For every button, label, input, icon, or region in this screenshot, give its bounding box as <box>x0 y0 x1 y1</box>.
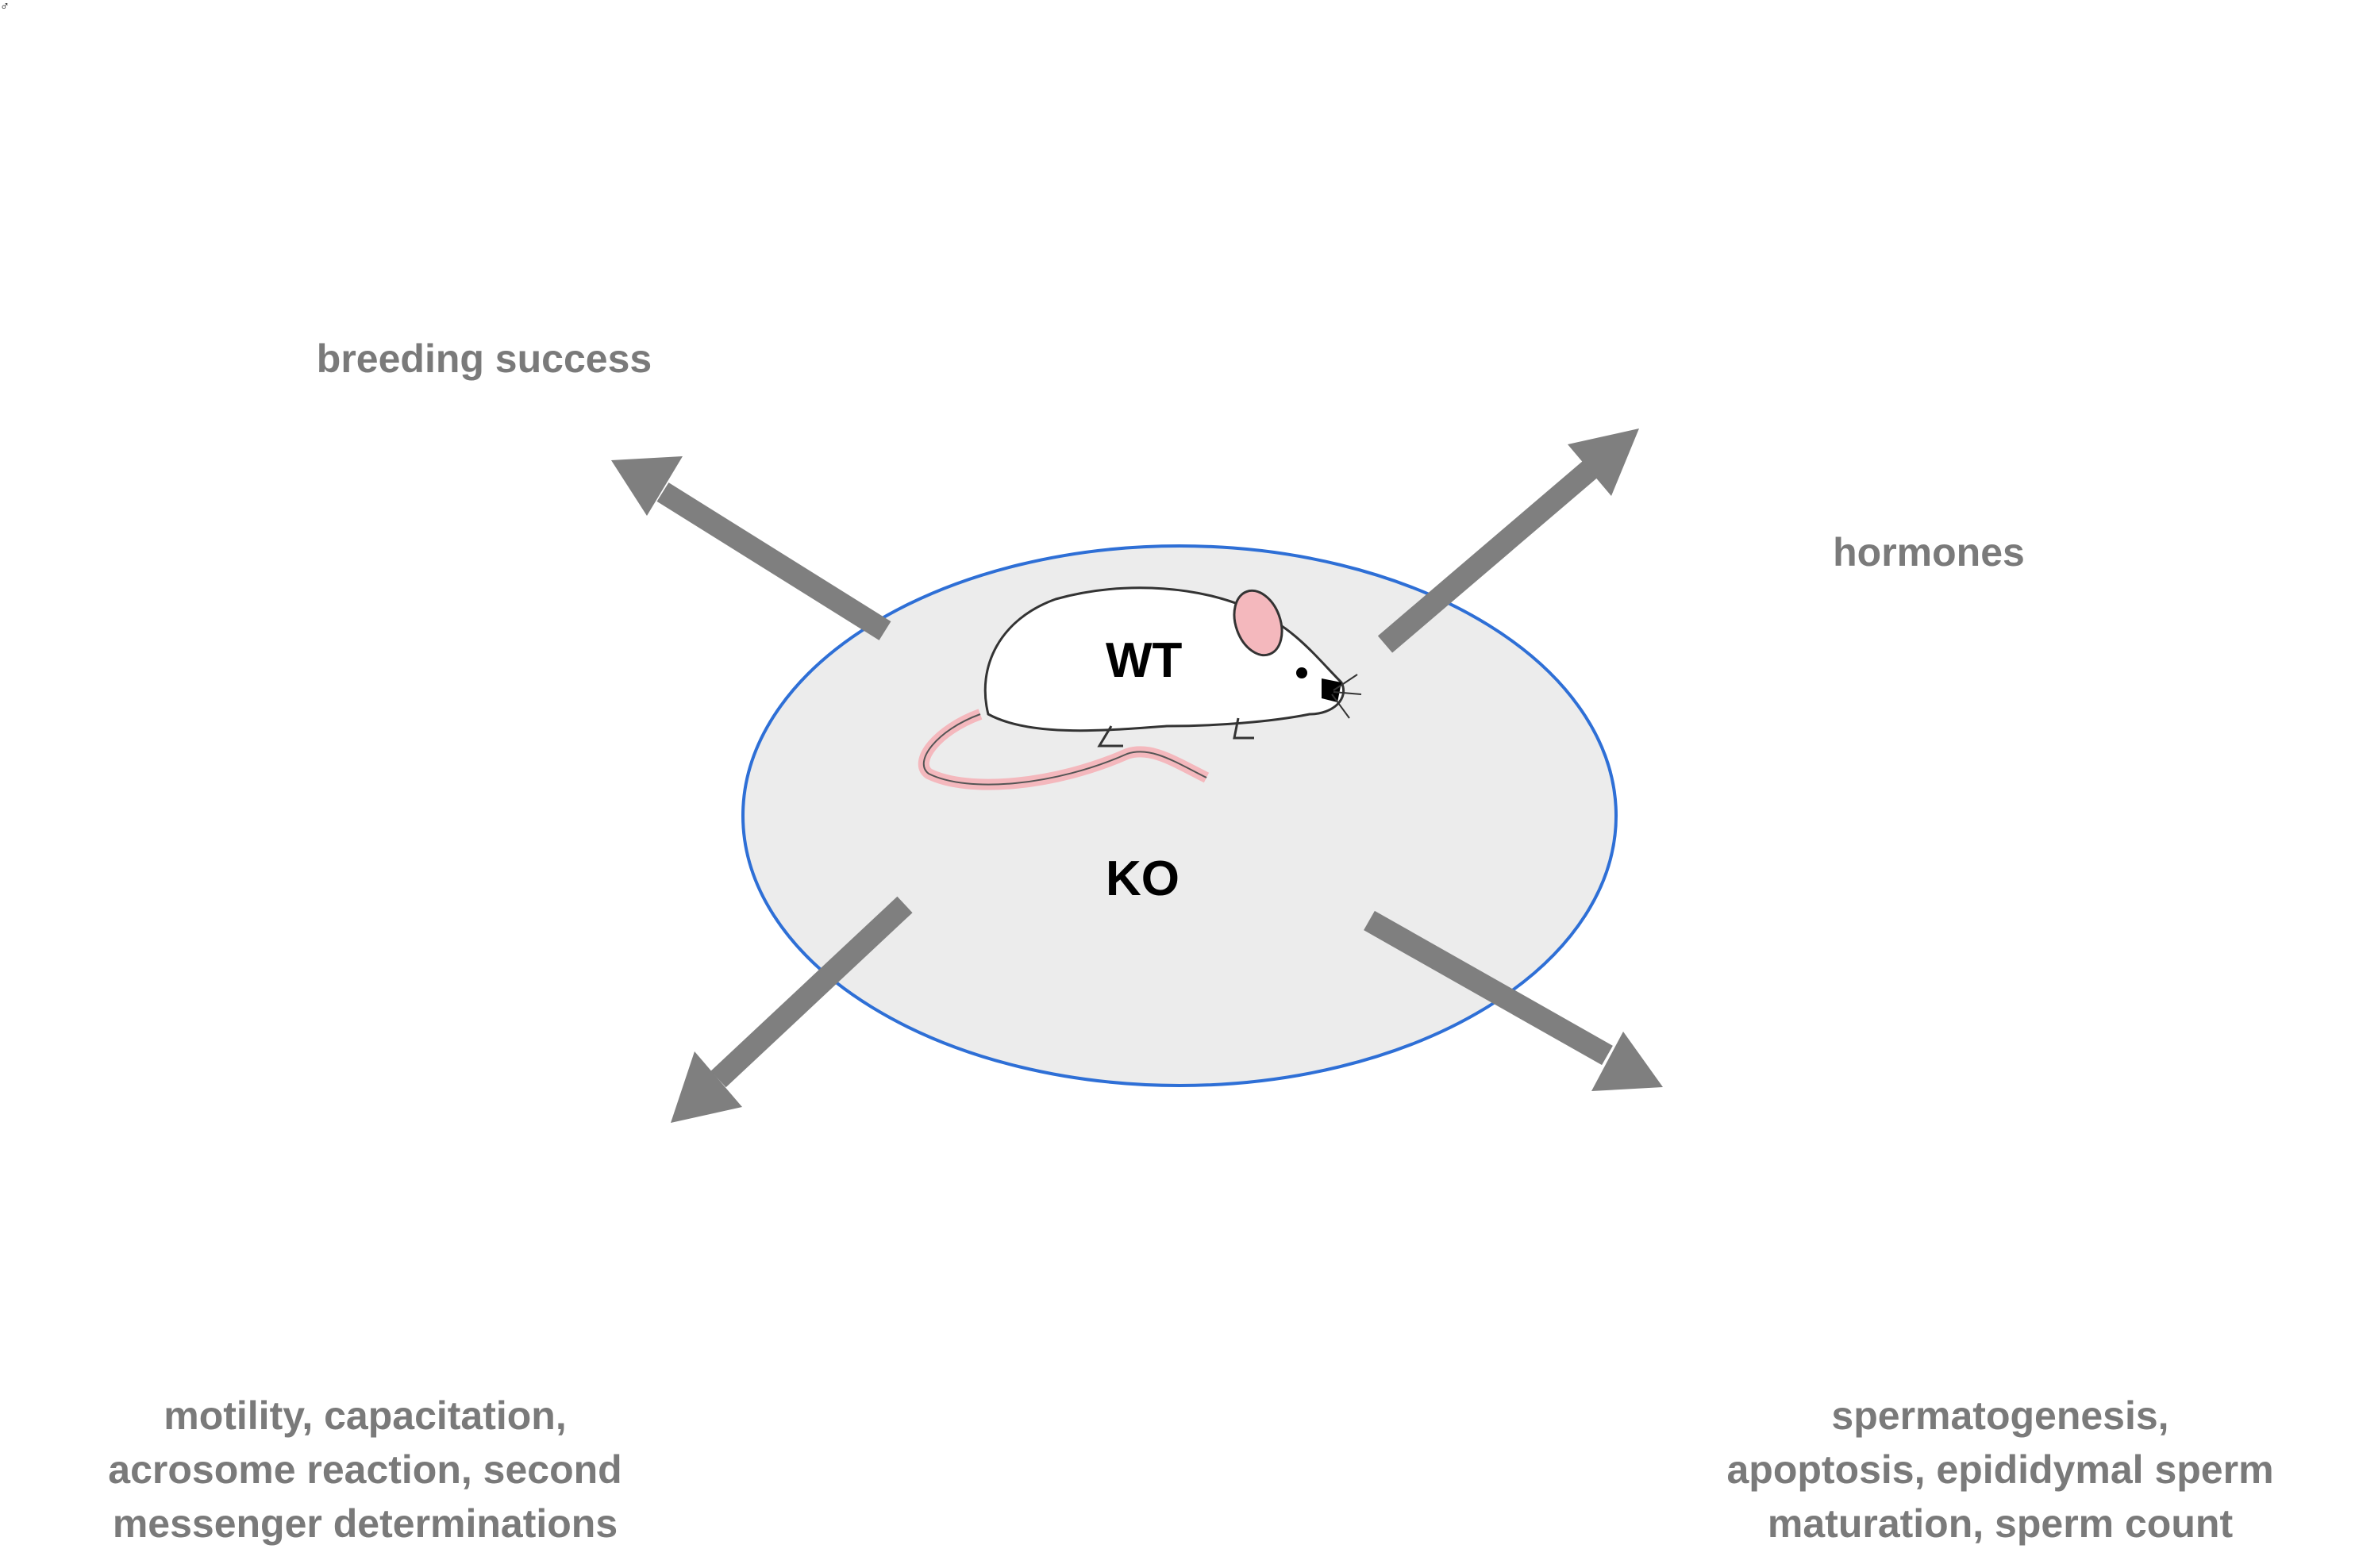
arrow-to-testis <box>1364 910 1663 1091</box>
wt-label: WT <box>1106 633 1183 688</box>
caption-line: breeding success <box>316 336 652 381</box>
hormones-caption: hormones <box>1611 525 2246 579</box>
wt-mouse <box>918 586 1362 790</box>
caption-line: acrosome reaction, second <box>108 1447 622 1492</box>
female-tract-caption: motility, capacitation, acrosome reactio… <box>24 1389 706 1551</box>
arrow-to-hormones <box>1377 429 1639 653</box>
central-ellipse <box>741 544 1618 1087</box>
caption-line: hormones <box>1833 530 2025 575</box>
arrow-to-female-tract <box>671 896 913 1123</box>
caption-line: apoptosis, epididymal sperm <box>1726 1447 2274 1492</box>
male-symbol: ♂ <box>0 0 10 13</box>
breeding-success-caption: breeding success <box>167 332 802 386</box>
caption-line: motility, capacitation, <box>164 1393 567 1438</box>
arrow-to-breeding <box>611 456 891 640</box>
caption-line: maturation, sperm count <box>1767 1501 2234 1546</box>
ko-label: KO <box>1106 851 1180 906</box>
caption-line: spermatogenesis, <box>1831 1393 2169 1438</box>
caption-line: messenger determinations <box>112 1501 618 1546</box>
testis-caption: spermatogenesis, apoptosis, epididymal s… <box>1655 1389 2346 1551</box>
